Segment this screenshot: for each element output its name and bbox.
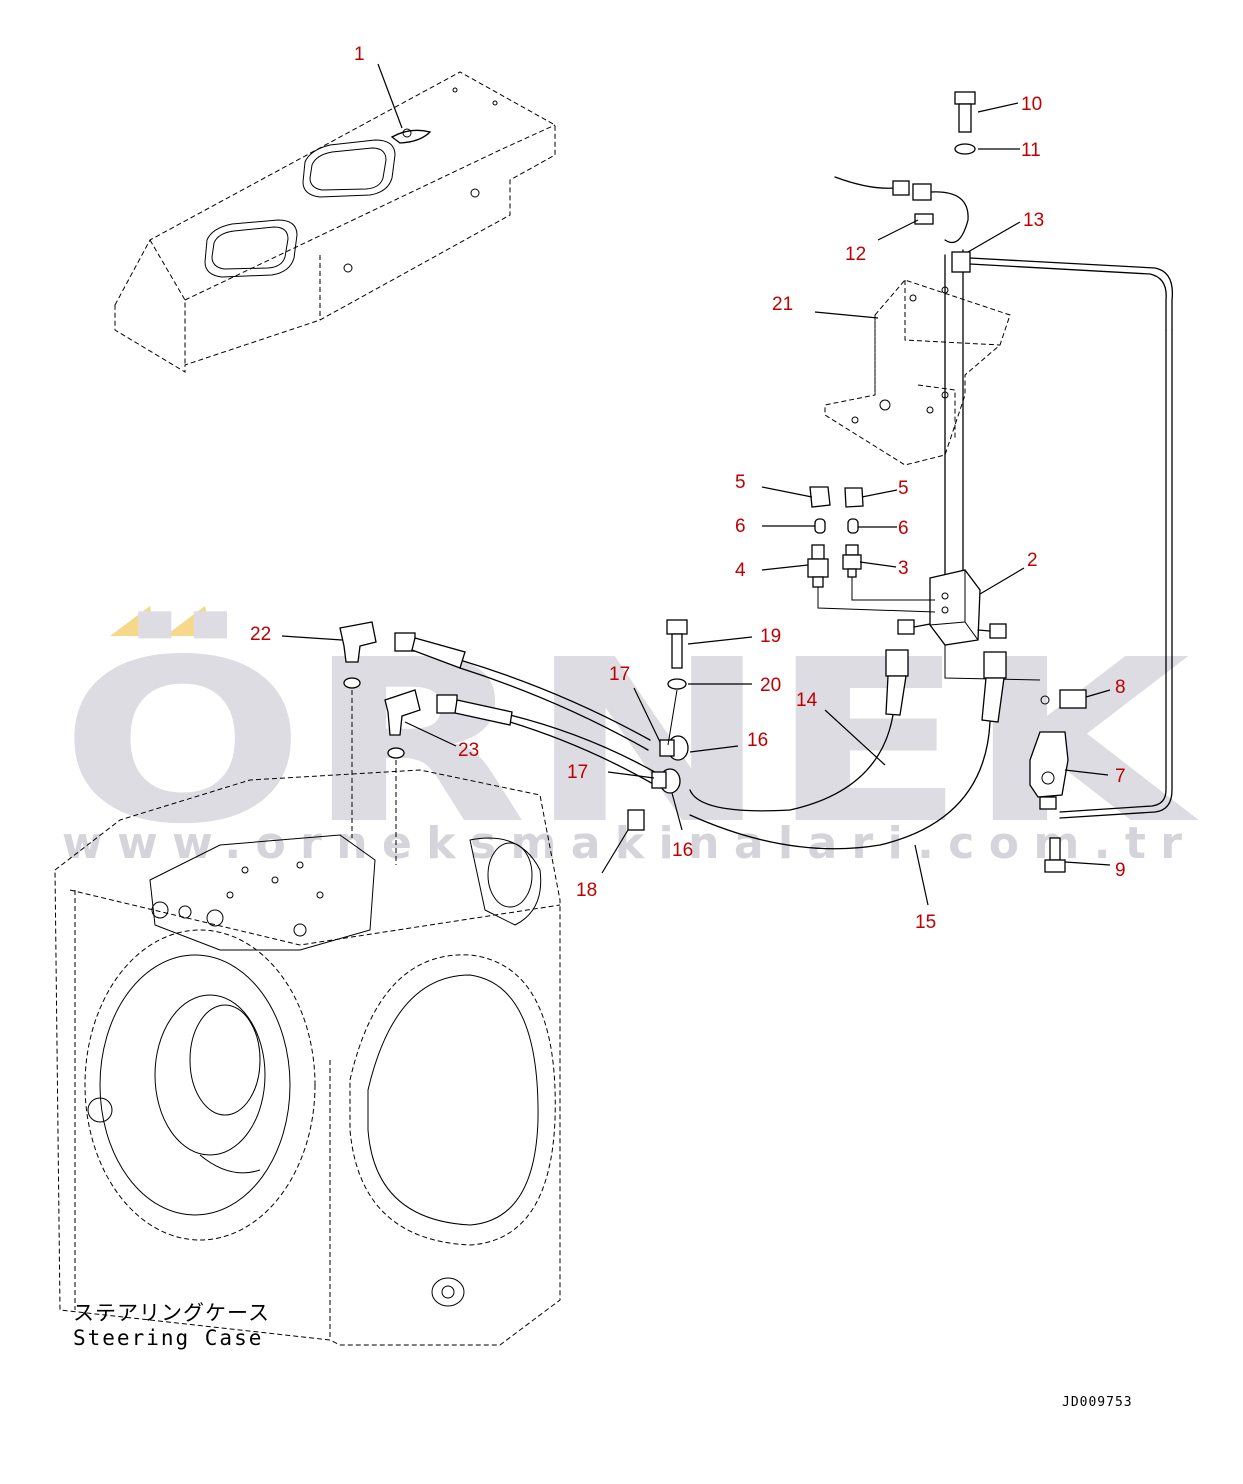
wire-connector <box>892 180 910 196</box>
callout-2: 2 <box>1027 550 1038 571</box>
callout-13: 13 <box>1023 210 1044 231</box>
callout-19: 19 <box>760 626 781 647</box>
leader-lines <box>281 63 1111 906</box>
bolt-10-shank <box>958 103 972 133</box>
callout-4: 4 <box>735 560 746 581</box>
callout-6-right: 6 <box>898 518 909 539</box>
seal-6-left <box>814 518 826 534</box>
callout-17-top: 17 <box>609 664 630 685</box>
block-fitting-right <box>989 623 1007 639</box>
callout-17-bottom: 17 <box>567 762 588 783</box>
callout-10: 10 <box>1021 94 1042 115</box>
clamp-17-top <box>659 739 675 757</box>
clamp-17-bottom <box>651 771 667 789</box>
callout-9: 9 <box>1115 860 1126 881</box>
sensor-3-thread <box>847 568 857 578</box>
cover-plate <box>114 71 556 373</box>
callout-22: 22 <box>250 624 271 645</box>
washer-11 <box>954 143 976 155</box>
oring-22 <box>343 677 361 689</box>
nut-5-right <box>844 487 864 508</box>
callout-5-left: 5 <box>735 472 746 493</box>
hose-fitting-low-nut <box>436 694 458 714</box>
oring-23 <box>387 747 405 759</box>
watermark-accent-left <box>110 606 155 636</box>
valve-block-2 <box>929 569 981 646</box>
hose-15-nut <box>983 651 1007 679</box>
steering-case-label-jp: ステアリングケース <box>73 1301 270 1325</box>
steering-case <box>54 769 561 1346</box>
callout-7: 7 <box>1115 766 1126 787</box>
callout-3: 3 <box>898 558 909 579</box>
callout-15: 15 <box>915 912 936 933</box>
callout-11: 11 <box>1021 140 1041 161</box>
elbow-23 <box>384 689 421 736</box>
clip-12 <box>914 213 934 225</box>
wire-connector-2 <box>912 183 932 201</box>
callout-14: 14 <box>796 690 818 711</box>
callout-23: 23 <box>458 740 479 761</box>
clamp-13 <box>951 251 971 273</box>
callout-8: 8 <box>1115 677 1126 698</box>
switch-7-thread <box>1039 796 1057 810</box>
callout-5-right: 5 <box>898 478 909 499</box>
sensor-4-body <box>807 558 829 578</box>
callout-20: 20 <box>760 675 781 696</box>
callout-6-left: 6 <box>735 516 746 537</box>
callout-21: 21 <box>772 294 793 315</box>
hose-14-nut <box>885 649 909 677</box>
callout-16-bottom: 16 <box>672 840 693 861</box>
callout-labels: 1 2 3 4 5 5 6 6 7 8 9 10 11 12 13 14 15 … <box>250 44 1126 933</box>
bolt-19-head <box>666 619 688 635</box>
steering-case-label-en: Steering Case <box>73 1326 263 1350</box>
hose-14-ferrule <box>885 675 907 716</box>
hose-fitting-low-ferrule <box>454 699 513 726</box>
sensor-4-cap <box>811 544 825 560</box>
block-fitting-left <box>897 619 915 635</box>
elbow-22 <box>339 621 377 663</box>
bolt-9-head <box>1044 859 1066 873</box>
watermark-accent-right <box>165 606 212 636</box>
drawing-code: JD009753 <box>1062 1395 1133 1410</box>
spacer-18 <box>627 809 645 831</box>
callout-16-top: 16 <box>747 730 768 751</box>
callout-1: 1 <box>354 44 365 65</box>
pressure-switch-7 <box>1029 731 1069 798</box>
sensor-3-cap <box>845 544 859 556</box>
connector-8 <box>1059 689 1087 709</box>
bolt-19-shank <box>671 633 683 669</box>
washer-20 <box>667 678 687 690</box>
callout-12: 12 <box>845 244 866 265</box>
sensor-3-body <box>842 554 862 570</box>
bolt-9-shank <box>1049 837 1061 861</box>
hose-fitting-top-ferrule <box>411 637 466 669</box>
hose-15-ferrule <box>981 677 1005 723</box>
callout-18: 18 <box>576 880 597 901</box>
valve-block-assembly <box>807 91 1174 873</box>
sensor-4-thread <box>812 576 824 588</box>
hose-assembly <box>394 619 1007 850</box>
mounting-bracket <box>824 279 1011 466</box>
nut-5-left <box>809 486 831 508</box>
watermark-url-text: www.orneksmakinalari.com.tr <box>62 818 1182 869</box>
elbow-fittings <box>339 621 421 865</box>
seal-6-right <box>847 518 859 534</box>
bolt-10-head <box>954 91 976 105</box>
